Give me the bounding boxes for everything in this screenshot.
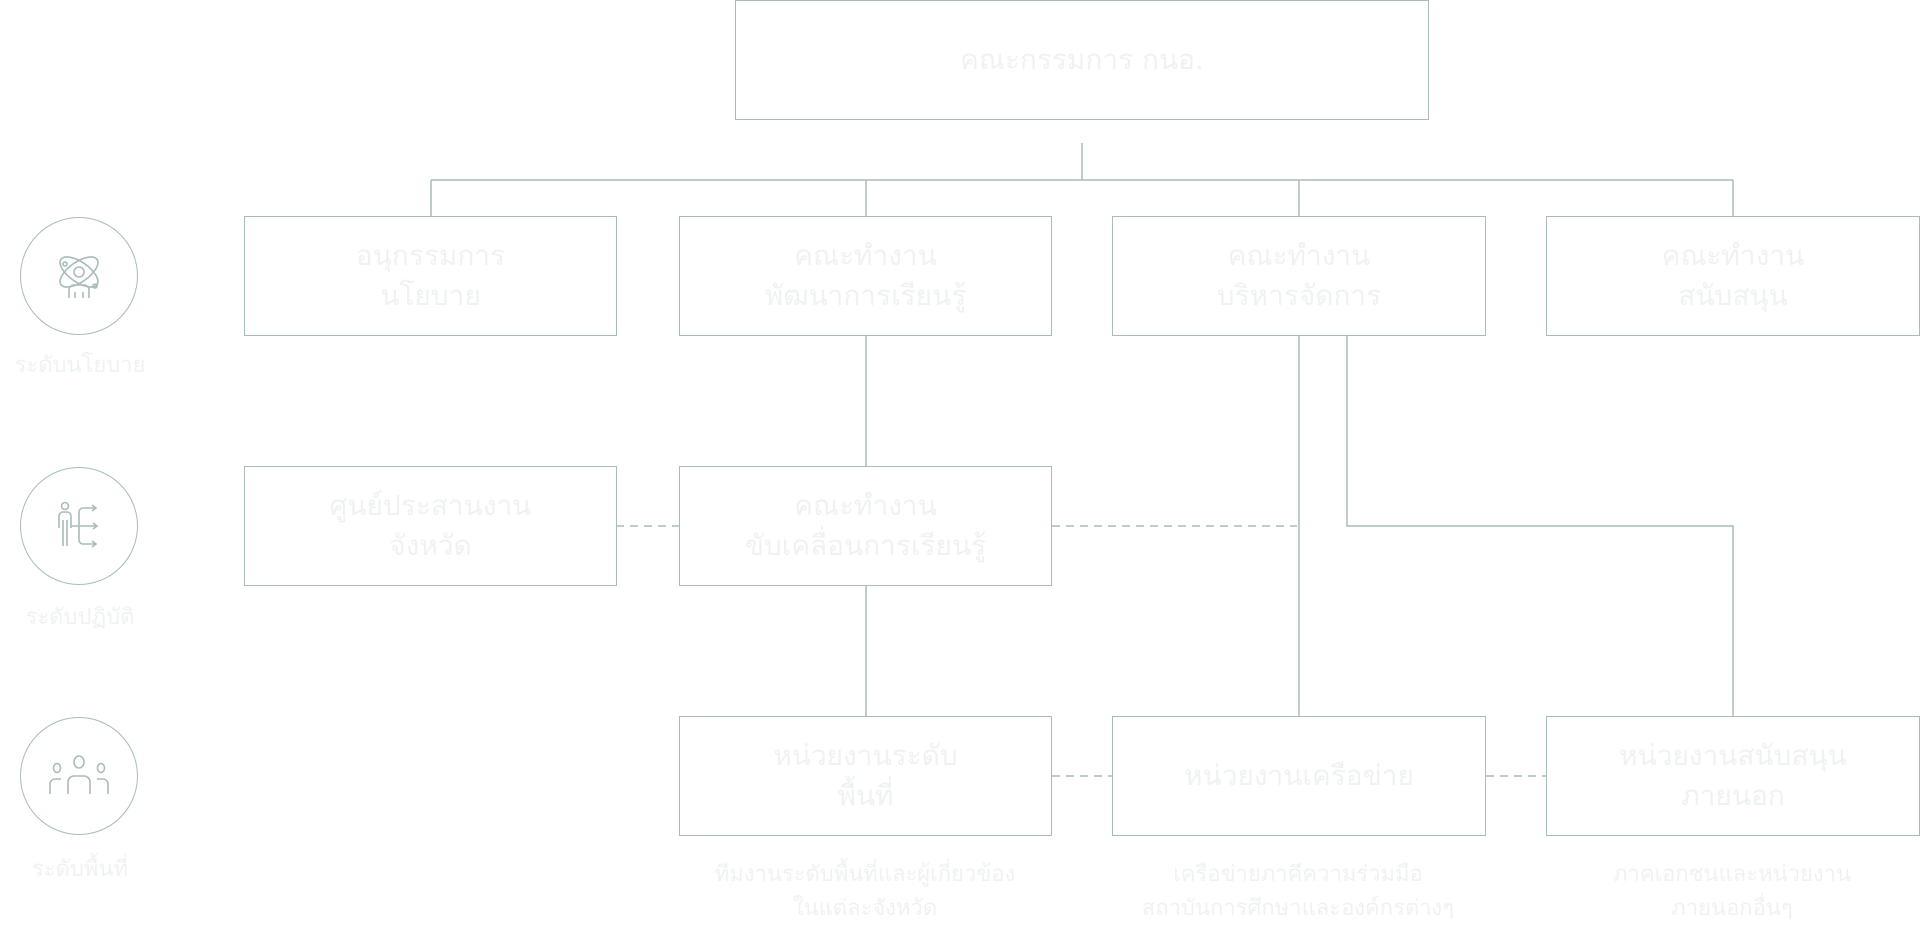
tier2-box-2: คณะทำงาน ขับเคลื่อนการเรียนรู้ [679, 466, 1052, 586]
tier3-box-3-label: หน่วยงานสนับสนุน ภายนอก [1619, 739, 1847, 812]
tier2-box-1-label: ศูนย์ประสานงาน จังหวัด [329, 489, 532, 562]
tier3-box-1-label: หน่วยงานระดับ พื้นที่ [773, 739, 958, 812]
level-3-label: ระดับพื้นที่ [32, 857, 128, 882]
tier3-box-2-label: หน่วยงานเครือข่าย [1184, 759, 1414, 792]
level-1-label: ระดับนโยบาย [14, 353, 146, 378]
tier1-box-4: คณะทำงาน สนับสนุน [1546, 216, 1920, 336]
tier3-box-2: หน่วยงานเครือข่าย [1112, 716, 1486, 836]
tier2-box-2-label: คณะทำงาน ขับเคลื่อนการเรียนรู้ [744, 489, 987, 562]
level-1-circle [20, 217, 138, 335]
group-icon [49, 755, 109, 794]
people-network-icon [59, 256, 99, 298]
tier3-box-1: หน่วยงานระดับ พื้นที่ [679, 716, 1052, 836]
top-box: คณะกรรมการ กนอ. [735, 0, 1429, 120]
tier2-box-1: ศูนย์ประสานงาน จังหวัด [244, 466, 617, 586]
tier1-box-2: คณะทำงาน พัฒนาการเรียนรู้ [679, 216, 1052, 336]
person-directions-icon [58, 501, 99, 548]
tier3-note-1: ทีมงานระดับพื้นที่และผู้เกี่ยวข้อง ในแต่… [714, 862, 1016, 921]
tier1-box-3-label: คณะทำงาน บริหารจัดการ [1216, 239, 1382, 312]
tier3-note-3: ภาคเอกชนและหน่วยงาน ภายนอกอื่นๆ [1613, 862, 1851, 921]
tier1-box-1: อนุกรรมการ นโยบาย [244, 216, 617, 336]
tier1-box-4-label: คณะทำงาน สนับสนุน [1661, 239, 1805, 312]
connector-tier1-3-to-tier3-3 [1346, 335, 1734, 716]
tier1-box-1-label: อนุกรรมการ นโยบาย [355, 239, 506, 312]
level-2-circle [20, 467, 138, 585]
level-2-label: ระดับปฏิบัติ [25, 605, 135, 630]
tier1-box-3: คณะทำงาน บริหารจัดการ [1112, 216, 1486, 336]
tier3-box-3: หน่วยงานสนับสนุน ภายนอก [1546, 716, 1920, 836]
tier3-note-2: เครือข่ายภาคีความร่วมมือ สถาบันการศึกษาแ… [1141, 862, 1455, 921]
level-3-circle [20, 717, 138, 835]
tier1-box-2-label: คณะทำงาน พัฒนาการเรียนรู้ [764, 239, 967, 312]
top-box-label: คณะกรรมการ กนอ. [960, 43, 1204, 76]
